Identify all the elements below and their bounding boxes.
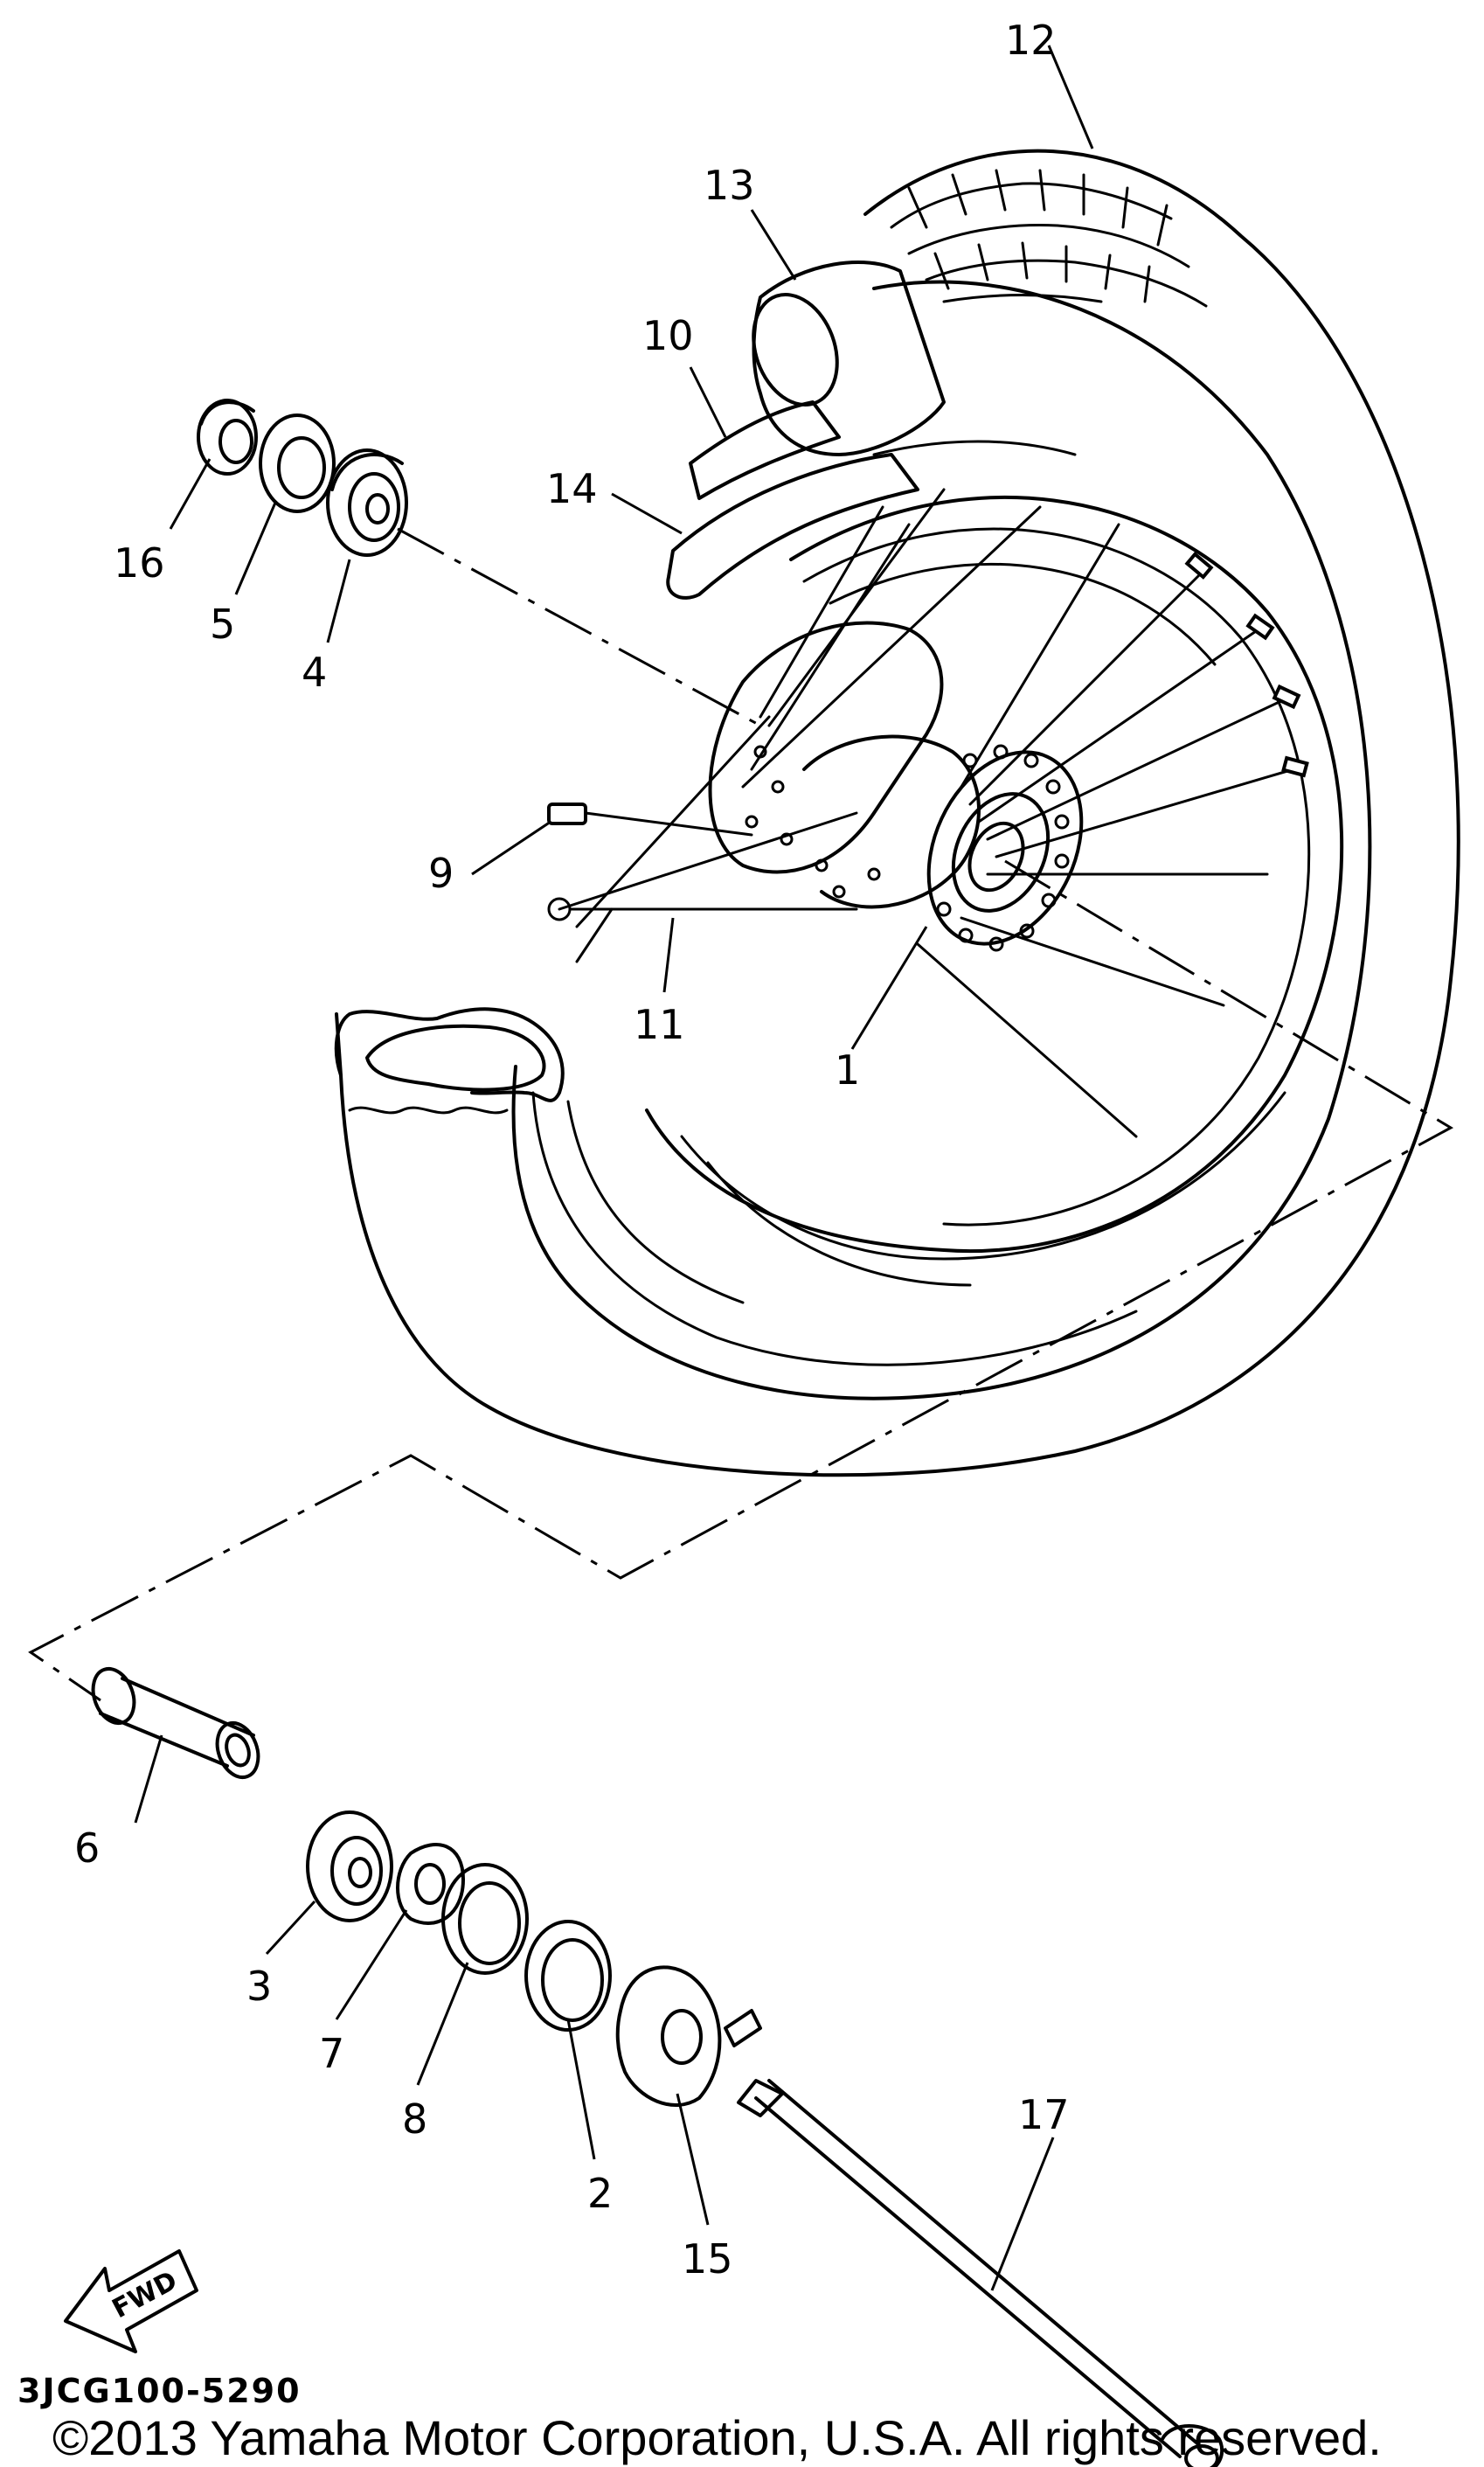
retainer-part-7 (396, 1843, 465, 1925)
callout-11: 11 (634, 1001, 685, 1048)
callout-12: 12 (1005, 17, 1057, 64)
rim (645, 496, 1344, 1287)
callout-4: 4 (302, 649, 327, 696)
callout-17: 17 (1018, 2091, 1070, 2138)
callout-16: 16 (114, 539, 165, 587)
callout-numbers: 12 13 10 14 16 5 4 9 11 1 6 3 7 8 2 15 1… (74, 17, 1070, 2283)
callout-13: 13 (704, 162, 755, 209)
callout-10: 10 (642, 312, 694, 359)
oil-seal-part-8 (441, 1863, 529, 1975)
fwd-arrow-icon: FWD (64, 2249, 198, 2353)
callout-7: 7 (319, 2030, 344, 2077)
callout-5: 5 (210, 601, 235, 648)
callout-1: 1 (835, 1046, 860, 1094)
copyright-notice: ©2013 Yamaha Motor Corporation, U.S.A. A… (52, 2410, 1382, 2465)
assembly-guide-lines (28, 527, 1454, 1702)
diagram-part-code: 3JCG100-5290 (17, 2372, 302, 2410)
callout-3: 3 (246, 1963, 272, 2010)
callout-6: 6 (74, 1824, 100, 1872)
rim-band-part-14 (666, 440, 1077, 600)
bearing-part-4 (326, 448, 408, 557)
callout-2: 2 (587, 2170, 613, 2217)
callout-9: 9 (428, 850, 454, 897)
oil-seal-part-5 (259, 413, 336, 513)
callout-14: 14 (546, 465, 598, 512)
spokes-part-11 (558, 488, 1309, 1138)
callout-8: 8 (402, 2095, 427, 2143)
tube-part-13 (752, 261, 946, 456)
seal-part-2 (524, 1920, 612, 2032)
bearing-part-3 (306, 1810, 393, 1922)
collar-part-6 (91, 1667, 260, 1779)
callout-15: 15 (682, 2235, 733, 2283)
meter-gear-part-15 (615, 1965, 762, 2108)
spacer-part-16 (197, 399, 258, 476)
spoke-nipple-part-9 (547, 803, 858, 921)
tire-part-12 (334, 149, 1460, 1477)
hub-part-1 (708, 621, 1084, 952)
flap-part-10 (689, 400, 841, 500)
callout-leaders (134, 45, 1094, 2291)
axle-part-17 (737, 2079, 1224, 2467)
